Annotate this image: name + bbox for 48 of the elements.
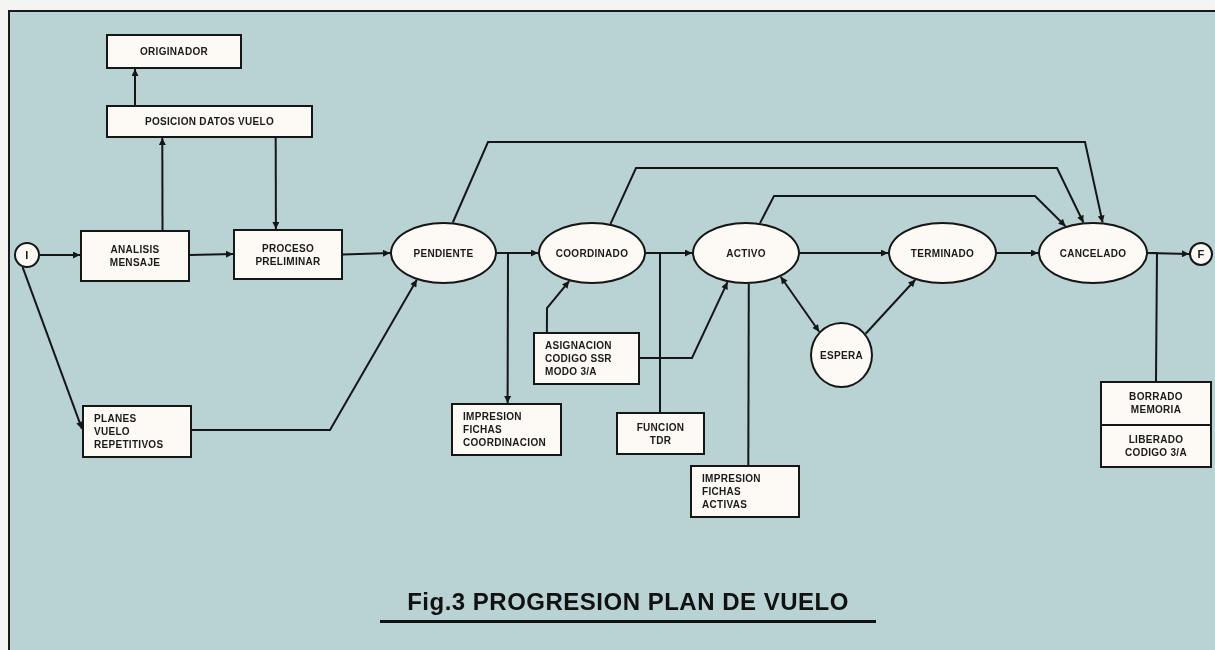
node-label: PENDIENTE	[412, 246, 475, 260]
figure-caption: Fig.3 PROGRESION PLAN DE VUELO	[380, 588, 876, 623]
arrow	[21, 266, 83, 430]
arrow	[799, 249, 889, 257]
node-label: ACTIVO	[725, 246, 767, 260]
arrow	[272, 137, 280, 230]
node-label: ASIGNACION CODIGO SSR MODO 3/A	[545, 339, 613, 378]
arrow	[609, 167, 1085, 225]
arrow	[864, 278, 917, 335]
process-box	[451, 403, 562, 456]
node-label: F	[1196, 246, 1206, 262]
arrow	[759, 195, 1067, 228]
node-label: FUNCION TDR	[635, 420, 686, 447]
node-label: ORIGINADOR	[139, 45, 209, 58]
arrow	[191, 278, 418, 431]
arrow	[131, 68, 139, 106]
arrow	[996, 249, 1039, 257]
process-box	[233, 229, 343, 280]
process-box	[82, 405, 192, 458]
arrow	[342, 249, 391, 257]
arrow	[158, 137, 166, 231]
node-label: POSICION DATOS VUELO	[144, 115, 275, 128]
arrow	[779, 275, 821, 333]
process-box	[1100, 381, 1212, 468]
arrow	[39, 251, 81, 259]
node-label: LIBERADO CODIGO 3/A	[1124, 432, 1188, 459]
process-box	[616, 412, 705, 455]
node-label: PLANES VUELO REPETITIVOS	[94, 412, 165, 451]
node-label: IMPRESION FICHAS COORDINACION	[463, 410, 548, 449]
process-box	[80, 230, 190, 282]
node-label: I	[24, 247, 30, 263]
node-label: IMPRESION FICHAS ACTIVAS	[702, 472, 762, 511]
arrow	[545, 280, 571, 333]
process-box	[106, 34, 242, 69]
node-label: BORRADO MEMORIA	[1128, 390, 1184, 417]
process-box	[533, 332, 640, 385]
process-box	[106, 105, 313, 138]
arrow	[639, 281, 729, 359]
node-label: ANALISIS MENSAJE	[108, 243, 162, 269]
process-box	[690, 465, 800, 518]
node-label: TERMINADO	[909, 246, 976, 260]
arrow	[189, 250, 234, 258]
node-label: COORDINADO	[554, 246, 630, 260]
arrow	[496, 252, 512, 404]
node-label: CANCELADO	[1058, 246, 1128, 260]
arrow	[451, 141, 1105, 224]
node-label: ESPERA	[819, 348, 864, 362]
node-label: PROCESO PRELIMINAR	[254, 241, 322, 268]
